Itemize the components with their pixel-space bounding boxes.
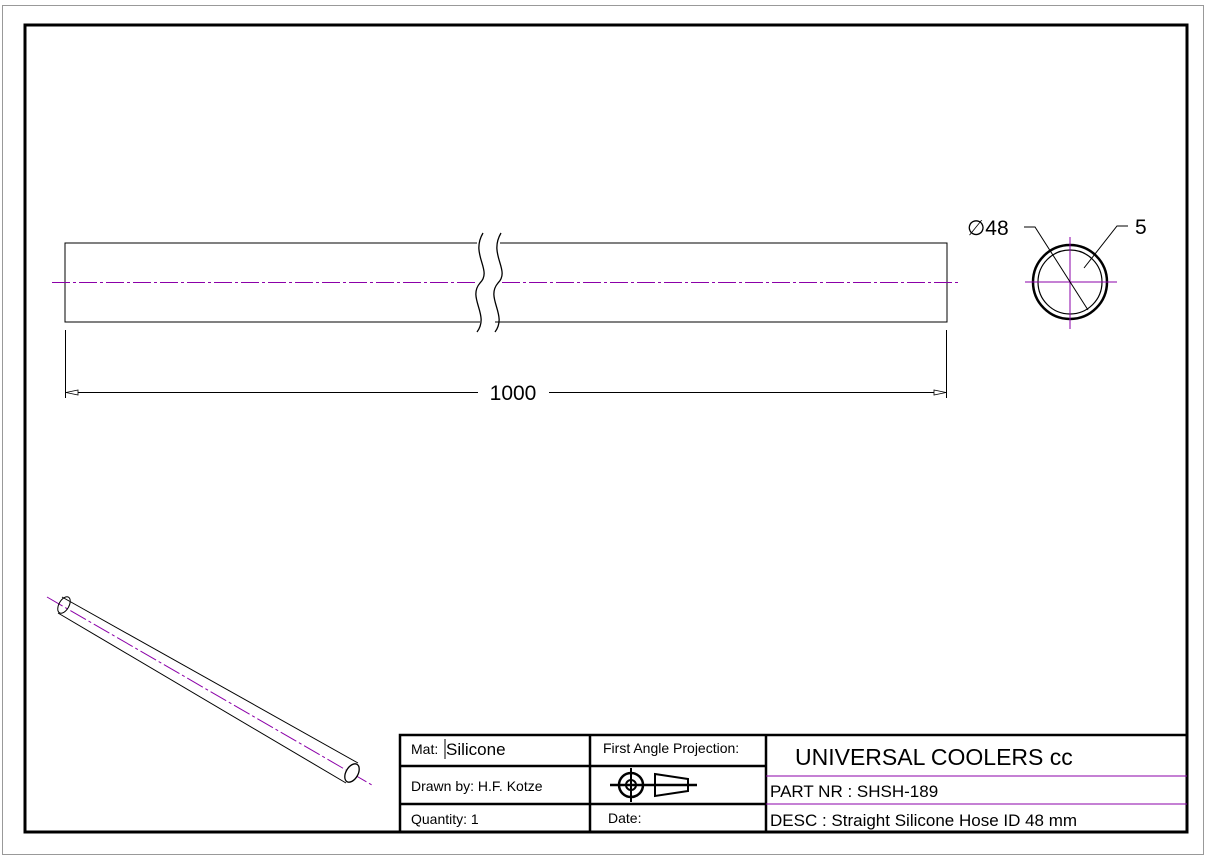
material-value[interactable]: Silicone — [446, 740, 506, 759]
front-view: 1000 — [52, 232, 960, 405]
material-label: Mat: — [411, 741, 438, 757]
page-border — [2, 5, 1204, 855]
quantity: Quantity: 1 — [411, 811, 479, 827]
company-name: UNIVERSAL COOLERS cc — [795, 744, 1073, 770]
drawing-frame — [23, 23, 1189, 834]
isometric-view — [46, 596, 373, 786]
title-block-border — [398, 733, 1189, 834]
iso-centerline — [46, 596, 373, 786]
arrowhead — [65, 389, 79, 396]
first-angle-projection-symbol — [610, 768, 697, 802]
break-line-left — [475, 232, 485, 333]
wall-dimension-text: 5 — [1135, 216, 1147, 239]
part-number: PART NR : SHSH-189 — [770, 782, 938, 801]
iso-end-far — [344, 763, 360, 783]
drawn-by: Drawn by: H.F. Kotze — [411, 778, 543, 794]
iso-edge-bottom — [57, 612, 347, 784]
side-view: ∅48 5 — [967, 216, 1147, 329]
title-block: Mat: Silicone Drawn by: H.F. Kotze Quant… — [398, 733, 1189, 834]
diameter-leader — [1024, 226, 1089, 311]
break-line-right — [493, 232, 503, 333]
projection-label: First Angle Projection: — [603, 740, 739, 756]
iso-end-near — [57, 596, 71, 614]
date-label: Date: — [608, 810, 641, 826]
wall-leader — [1083, 225, 1128, 269]
description: DESC : Straight Silicone Hose ID 48 mm — [770, 811, 1077, 830]
arrowhead — [933, 389, 947, 396]
diameter-dimension-text: ∅48 — [967, 217, 1009, 240]
length-dimension-text: 1000 — [490, 382, 537, 405]
iso-edge-top — [61, 596, 359, 764]
